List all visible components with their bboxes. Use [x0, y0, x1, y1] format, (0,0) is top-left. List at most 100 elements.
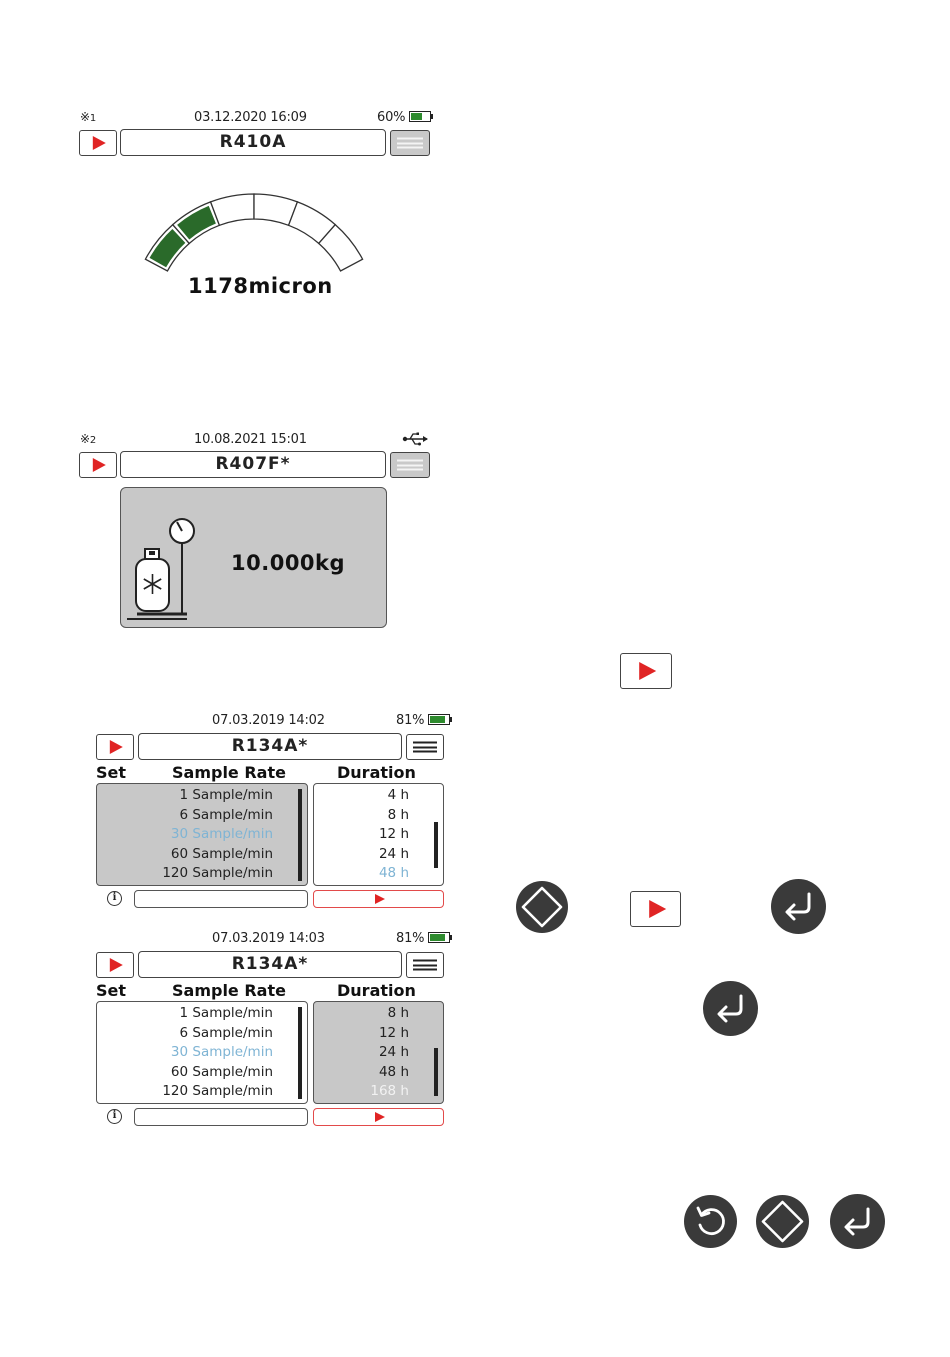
status-datetime: 10.08.2021 15:01	[194, 432, 307, 447]
gauge-segment-lit	[177, 205, 216, 240]
start-key[interactable]	[620, 653, 672, 689]
battery-icon	[428, 714, 453, 725]
list-item[interactable]: 60 Sample/min	[170, 845, 273, 862]
list-item[interactable]: 60 Sample/min	[170, 1063, 273, 1080]
menu-icon	[397, 137, 423, 149]
enter-icon	[785, 892, 811, 921]
list-item[interactable]: 8 h	[387, 806, 409, 823]
scale-weight-reading: 10.000kg	[231, 551, 346, 575]
play-icon	[648, 900, 666, 918]
probe-indicator: ※2	[80, 432, 97, 446]
start-key[interactable]	[630, 891, 681, 927]
usb-icon	[402, 432, 428, 446]
gauge-segment-lit	[149, 228, 186, 268]
play-icon	[374, 894, 385, 904]
status-datetime: 07.03.2019 14:02	[212, 713, 325, 728]
navigation-pad-icon	[761, 1200, 804, 1243]
probe-icon: ※	[80, 110, 90, 124]
menu-icon	[397, 459, 423, 471]
duration-column-header: Duration	[337, 981, 416, 1000]
enter-key[interactable]	[830, 1194, 885, 1249]
play-icon	[109, 958, 123, 972]
set-column-header: Set	[96, 981, 127, 1000]
list-item[interactable]: 12 h	[378, 826, 409, 843]
battery-percent: 60%	[377, 110, 406, 125]
list-item-selected[interactable]: 30 Sample/min	[170, 826, 273, 843]
navigation-pad-key[interactable]	[516, 881, 568, 933]
menu-button[interactable]	[406, 952, 444, 978]
list-item[interactable]: 120 Sample/min	[162, 1083, 273, 1100]
sample-rate-column-header: Sample Rate	[172, 981, 286, 1000]
list-item[interactable]: 24 h	[378, 845, 409, 862]
enter-key[interactable]	[703, 981, 758, 1036]
scrollbar[interactable]	[434, 822, 438, 868]
scrollbar[interactable]	[298, 1007, 302, 1099]
list-item-selected[interactable]: 168 h	[370, 1083, 409, 1100]
list-item[interactable]: 1 Sample/min	[179, 1005, 273, 1021]
back-key[interactable]	[684, 1195, 737, 1248]
start-button[interactable]	[79, 130, 117, 156]
refrigerant-cylinder-icon	[127, 518, 195, 620]
enter-icon	[844, 1207, 870, 1236]
list-item[interactable]: 6 Sample/min	[179, 806, 273, 823]
play-icon	[374, 1112, 385, 1122]
scrollbar[interactable]	[434, 1048, 438, 1096]
list-item[interactable]: 24 h	[378, 1044, 409, 1061]
scrollbar[interactable]	[298, 789, 302, 881]
info-icon[interactable]: i	[107, 891, 122, 906]
menu-icon	[413, 741, 437, 753]
info-text-field	[134, 890, 308, 908]
vacuum-reading: 1178micron	[188, 274, 333, 298]
sample-rate-list[interactable]: 1 Sample/min 6 Sample/min 30 Sample/min …	[96, 1001, 308, 1104]
duration-column-header: Duration	[337, 763, 416, 782]
info-text-field	[134, 1108, 308, 1126]
play-icon	[92, 136, 106, 150]
menu-icon	[413, 959, 437, 971]
gauge-segment	[317, 223, 364, 272]
list-item[interactable]: 48 h	[378, 1063, 409, 1080]
list-item[interactable]: 4 h	[387, 787, 409, 803]
play-icon	[92, 458, 106, 472]
scale-reading-panel: 10.000kg	[120, 487, 387, 628]
list-item[interactable]: 1 Sample/min	[179, 787, 273, 803]
back-icon	[696, 1206, 725, 1235]
battery-icon	[428, 932, 453, 943]
list-item[interactable]: 8 h	[387, 1005, 409, 1021]
refrigerant-selector[interactable]: R134A*	[138, 951, 402, 978]
play-icon	[639, 662, 657, 680]
status-datetime: 03.12.2020 16:09	[194, 110, 307, 125]
battery-percent: 81%	[396, 931, 425, 946]
menu-button[interactable]	[390, 130, 430, 156]
enter-key[interactable]	[771, 879, 826, 934]
list-item-selected[interactable]: 30 Sample/min	[170, 1044, 273, 1061]
list-item-selected[interactable]: 48 h	[378, 865, 409, 882]
list-item[interactable]: 6 Sample/min	[179, 1024, 273, 1041]
battery-status: 81%	[396, 931, 453, 946]
navigation-pad-icon	[521, 886, 563, 928]
start-button[interactable]	[96, 952, 134, 978]
status-datetime: 07.03.2019 14:03	[212, 931, 325, 946]
start-button[interactable]	[79, 452, 117, 478]
sample-rate-column-header: Sample Rate	[172, 763, 286, 782]
battery-icon	[409, 111, 434, 122]
start-button[interactable]	[96, 734, 134, 760]
probe-icon: ※	[80, 432, 90, 446]
menu-button[interactable]	[390, 452, 430, 478]
list-item[interactable]: 120 Sample/min	[162, 865, 273, 882]
list-item[interactable]: 12 h	[378, 1024, 409, 1041]
gauge-segment	[209, 193, 255, 227]
info-icon[interactable]: i	[107, 1109, 122, 1124]
battery-status: 60%	[377, 110, 434, 125]
start-logging-button[interactable]	[313, 1108, 444, 1126]
duration-list[interactable]: 8 h 12 h 24 h 48 h 168 h	[313, 1001, 444, 1104]
enter-icon	[717, 994, 743, 1023]
refrigerant-selector[interactable]: R134A*	[138, 733, 402, 760]
probe-indicator: ※1	[80, 110, 97, 124]
duration-list[interactable]: 4 h 8 h 12 h 24 h 48 h	[313, 783, 444, 886]
refrigerant-selector[interactable]: R407F*	[120, 451, 386, 478]
menu-button[interactable]	[406, 734, 444, 760]
refrigerant-selector[interactable]: R410A	[120, 129, 386, 156]
start-logging-button[interactable]	[313, 890, 444, 908]
sample-rate-list[interactable]: 1 Sample/min 6 Sample/min 30 Sample/min …	[96, 783, 308, 886]
navigation-pad-key[interactable]	[756, 1195, 809, 1248]
